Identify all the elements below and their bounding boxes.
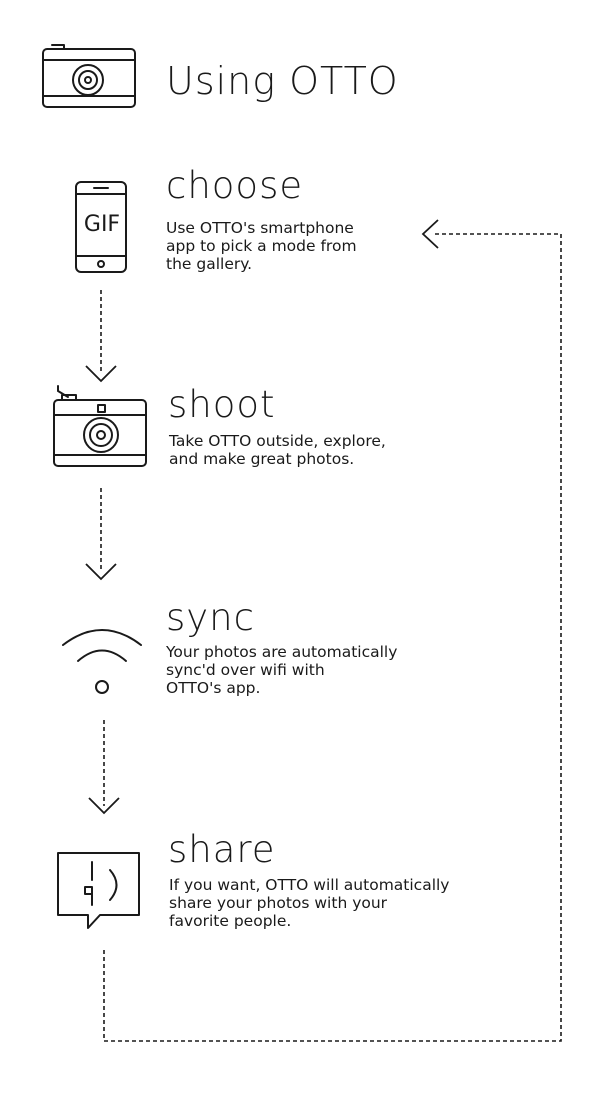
loop-back-connector [103, 233, 562, 1042]
header-camera-icon [42, 44, 136, 108]
step-title-sync: sync [166, 596, 255, 639]
arrowhead-share [88, 797, 120, 815]
wifi-icon [62, 629, 142, 694]
step-description-sync: Your photos are automatically sync'd ove… [166, 643, 398, 697]
loop-back-arrowhead [421, 219, 439, 249]
step-description-share: If you want, OTTO will automatically sha… [169, 876, 450, 930]
speech-bubble-icon [57, 852, 140, 929]
step-title-choose: choose [166, 164, 304, 207]
step-description-shoot: Take OTTO outside, explore, and make gre… [169, 432, 386, 468]
camera-icon [53, 385, 147, 467]
arrowhead-sync [85, 563, 117, 581]
smartphone-screen-text: GIF [83, 212, 121, 237]
step-title-share: share [168, 828, 276, 871]
step-description-choose: Use OTTO's smartphone app to pick a mode… [166, 219, 357, 273]
step-title-shoot: shoot [168, 383, 276, 426]
smartphone-icon [75, 181, 127, 273]
page-title: Using OTTO [166, 59, 399, 103]
arrowhead-shoot [85, 365, 117, 383]
